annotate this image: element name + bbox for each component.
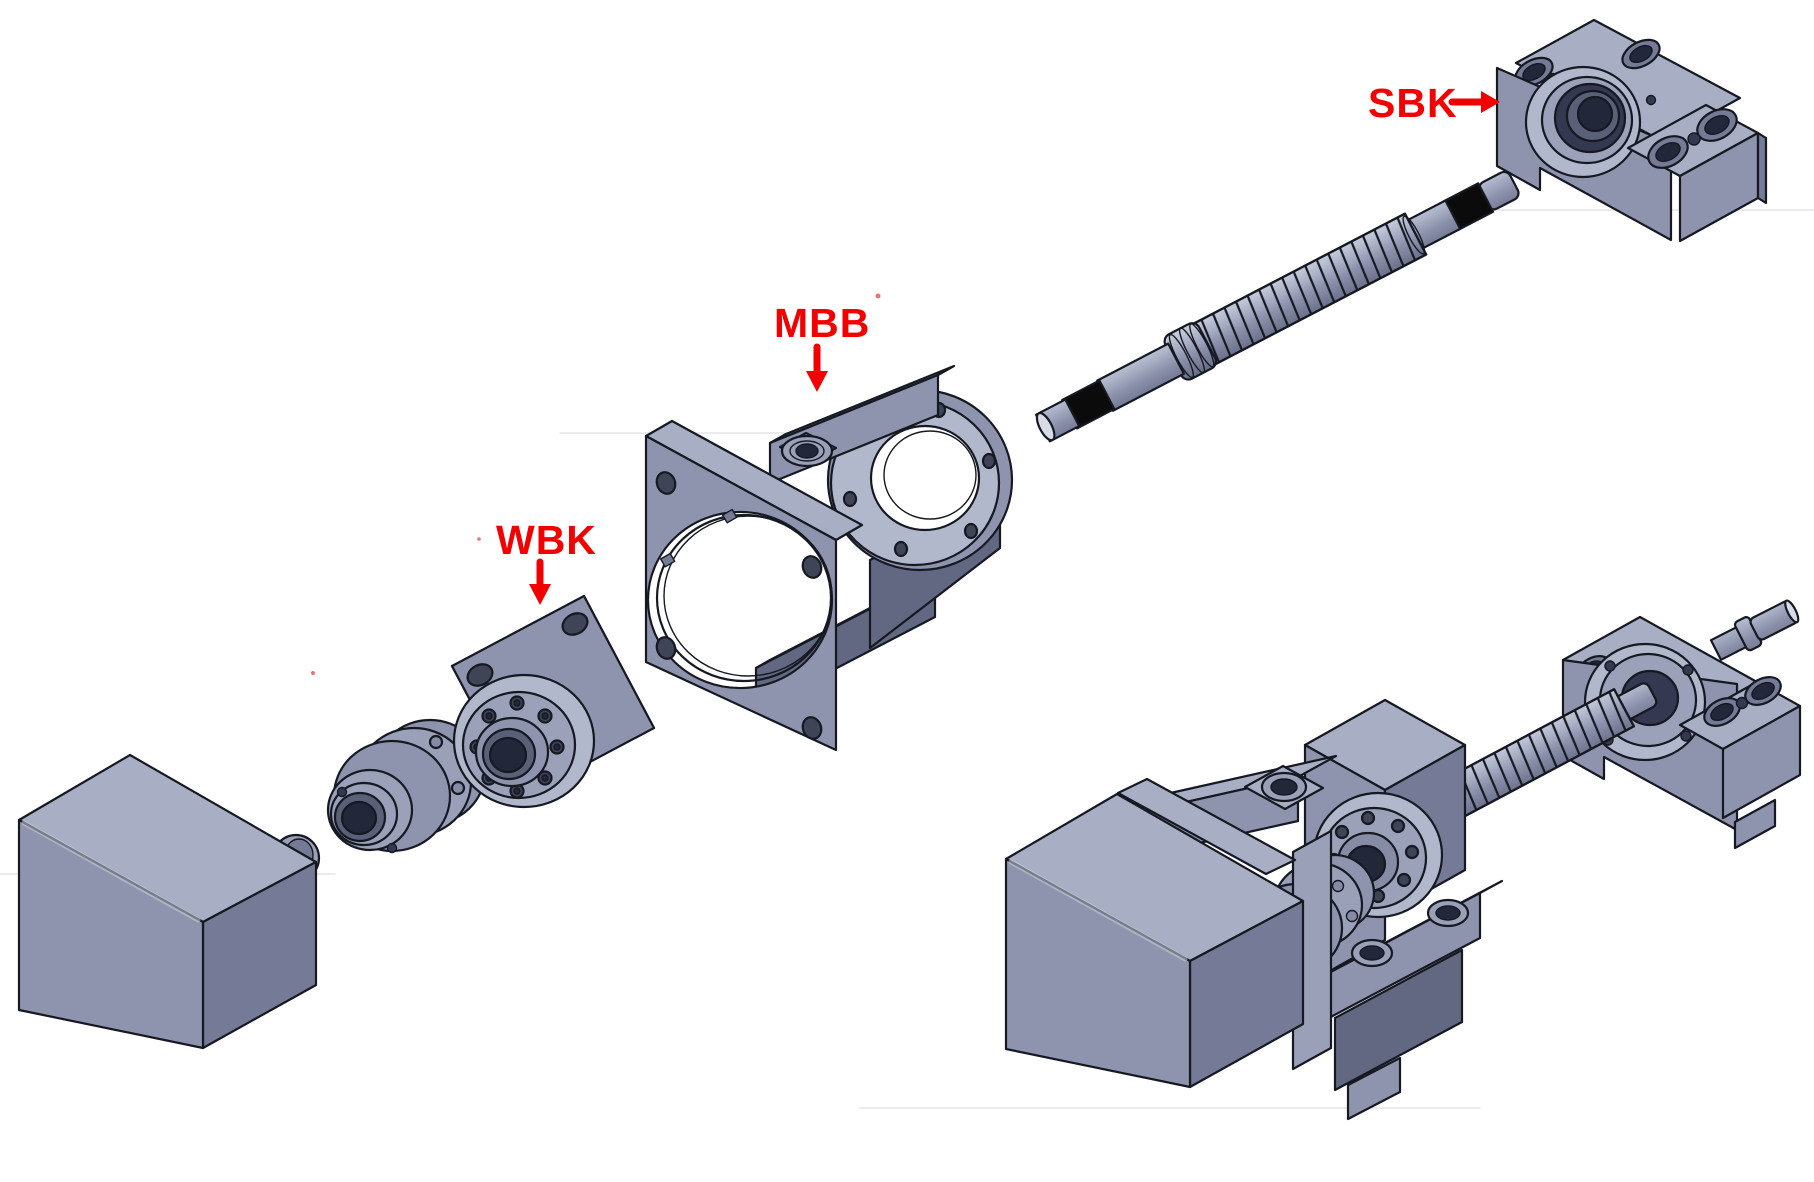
artifact-dot (477, 537, 481, 541)
label-wbk-text: WBK (496, 517, 597, 563)
mbb-bearing-bore (869, 424, 981, 532)
assembled-unit (1006, 599, 1802, 1121)
sbk-bore (1576, 95, 1614, 133)
wbk-bearing-unit (450, 594, 656, 809)
ball-screw-shaft (1034, 170, 1520, 443)
sbk-support-unit (1495, 18, 1768, 243)
label-sbk: SBK (1368, 80, 1500, 126)
motor-assembled (1006, 794, 1303, 1087)
mbb-plate-bolt-holes (655, 471, 823, 740)
label-mbb: MBB (774, 300, 870, 392)
motor-exploded (19, 755, 321, 1048)
wbk-bore (488, 736, 528, 774)
label-mbb-text: MBB (774, 300, 870, 346)
artifact-dot (311, 671, 315, 675)
label-sbk-text: SBK (1368, 80, 1458, 126)
label-wbk: WBK (496, 517, 597, 605)
artifact-dot (875, 293, 881, 299)
mbb-motor-bracket (644, 364, 1014, 752)
